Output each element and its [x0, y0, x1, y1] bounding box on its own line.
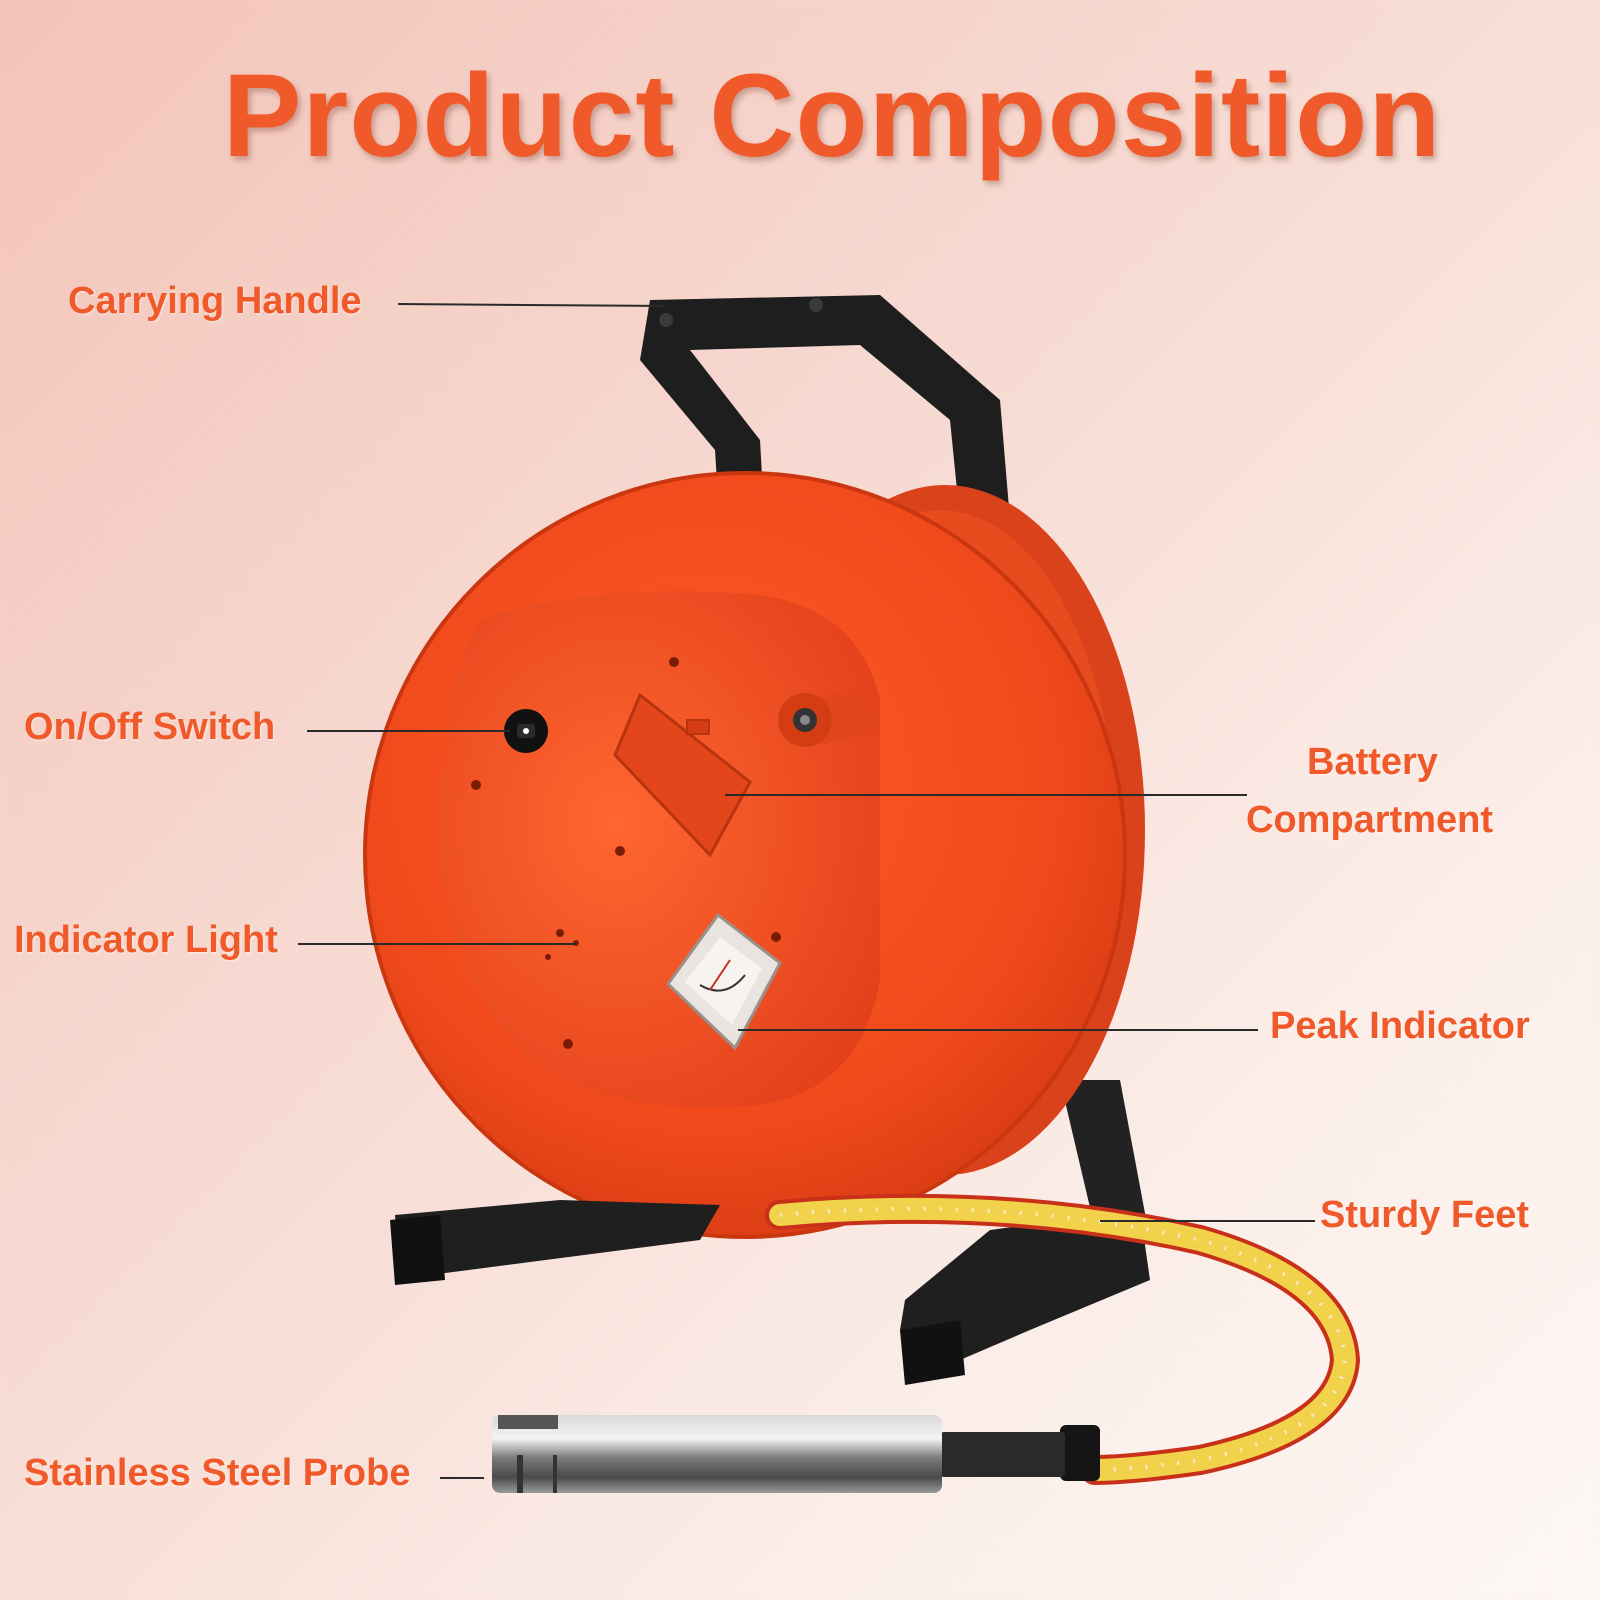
stainless-steel-probe: [492, 1415, 1100, 1493]
callout-lines: [298, 303, 1315, 1479]
label-carrying-handle: Carrying Handle: [68, 280, 362, 322]
label-sturdy-feet: Sturdy Feet: [1320, 1194, 1530, 1236]
label-peak-indicator: Peak Indicator: [1270, 1005, 1530, 1047]
on-off-switch[interactable]: [504, 709, 548, 753]
peak-indicator: [666, 912, 782, 1051]
label-battery-line1: Battery: [1307, 741, 1438, 783]
battery-compartment[interactable]: [613, 692, 752, 858]
label-on-off-switch: On/Off Switch: [24, 706, 276, 748]
frame-back-leg: [900, 1080, 1150, 1385]
measuring-tape: [765, 1193, 1361, 1485]
crank-knob: [778, 690, 876, 747]
screw-holes: [471, 657, 781, 1049]
label-indicator-light: Indicator Light: [14, 919, 278, 961]
sturdy-feet: [390, 1200, 720, 1285]
page-title: Product Composition: [222, 50, 1442, 182]
label-battery-line2: Compartment: [1246, 799, 1494, 841]
label-stainless-steel-probe: Stainless Steel Probe: [24, 1452, 411, 1494]
leader-carrying-handle: [397, 303, 666, 307]
